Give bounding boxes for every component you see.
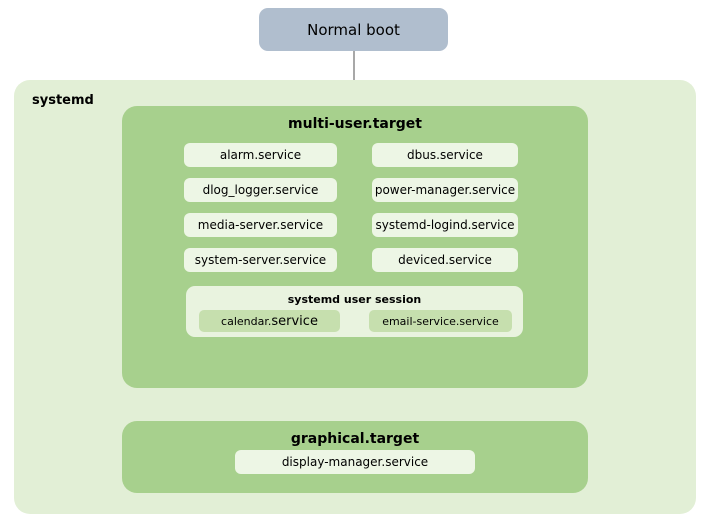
service-label: power-manager.service bbox=[374, 183, 516, 197]
session-service-row: calendar.service email-service.service bbox=[199, 310, 512, 332]
service-box-display-manager: display-manager.service bbox=[235, 450, 475, 474]
systemd-user-session-title: systemd user session bbox=[287, 293, 422, 306]
service-box-email-service: email-service.service bbox=[369, 310, 512, 332]
systemd-user-session-box: systemd user session calendar.service em… bbox=[186, 286, 523, 337]
service-label-part: calendar. bbox=[221, 314, 272, 328]
service-box-dlog-logger: dlog_logger.service bbox=[184, 178, 337, 202]
service-label-part: service bbox=[271, 313, 318, 329]
service-label: email-service.service bbox=[382, 314, 499, 328]
service-box-systemd-logind: systemd-logind.service bbox=[372, 213, 518, 237]
service-box-dbus: dbus.service bbox=[372, 143, 518, 167]
service-box-deviced: deviced.service bbox=[372, 248, 518, 272]
service-box-power-manager: power-manager.service bbox=[372, 178, 518, 202]
multi-user-target-title: multi-user.target bbox=[288, 116, 422, 132]
systemd-label: systemd bbox=[32, 93, 94, 108]
service-box-alarm: alarm.service bbox=[184, 143, 337, 167]
service-label: dbus.service bbox=[407, 148, 483, 162]
service-label: display-manager.service bbox=[281, 455, 429, 469]
service-label: alarm.service bbox=[219, 148, 302, 162]
service-label: media-server.service bbox=[197, 218, 324, 232]
graphical-target-box: graphical.target display-manager.service bbox=[122, 421, 588, 493]
multi-user-service-grid: alarm.service dbus.service dlog_logger.s… bbox=[184, 143, 518, 272]
normal-boot-label: Normal boot bbox=[307, 20, 400, 39]
multi-user-target-box: multi-user.target alarm.service dbus.ser… bbox=[122, 106, 588, 388]
service-box-system-server: system-server.service bbox=[184, 248, 337, 272]
service-label: deviced.service bbox=[398, 253, 492, 267]
systemd-container: systemd multi-user.target alarm.service … bbox=[14, 80, 696, 514]
normal-boot-node: Normal boot bbox=[259, 8, 448, 51]
service-box-calendar: calendar.service bbox=[199, 310, 340, 332]
service-label: systemd-logind.service bbox=[375, 218, 515, 232]
service-box-media-server: media-server.service bbox=[184, 213, 337, 237]
service-label: dlog_logger.service bbox=[202, 183, 319, 197]
graphical-target-title: graphical.target bbox=[290, 431, 420, 447]
service-label: system-server.service bbox=[194, 253, 327, 267]
